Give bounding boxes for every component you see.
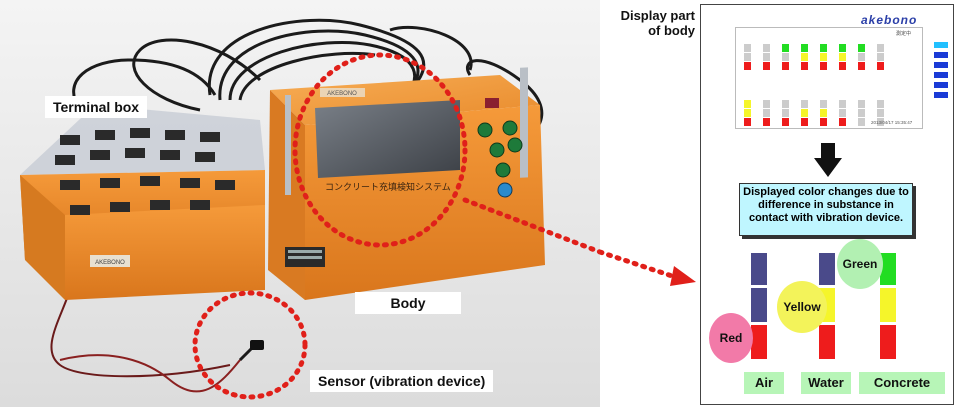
screen-side-button [934, 52, 948, 58]
mini-bar-segment [839, 118, 846, 126]
body-screen [315, 100, 460, 178]
mini-bar-segment [763, 118, 770, 126]
mini-bar-segment [744, 44, 751, 52]
display-panel: akebono 測定中 2013/04/17 15:35:47 Displaye… [700, 4, 954, 405]
mini-bar-segment [744, 118, 751, 126]
mini-bar-segment [782, 62, 789, 70]
mini-bar-segment [744, 109, 751, 117]
mini-bar-segment [782, 109, 789, 117]
material-label-air: Air [744, 372, 784, 394]
mini-bar-segment [858, 100, 865, 108]
mini-bar-segment [782, 100, 789, 108]
mini-bar-segment [801, 62, 808, 70]
terminal-box: AKEBONO [20, 105, 265, 300]
concrete-bar-middle [880, 288, 896, 322]
mini-bar-segment [820, 109, 827, 117]
mini-bar-segment [839, 53, 846, 61]
mini-bar-segment [858, 62, 865, 70]
mini-bar-segment [877, 100, 884, 108]
mini-bar-segment [801, 109, 808, 117]
mini-bar-segment [801, 100, 808, 108]
mini-bar-segment [763, 53, 770, 61]
mini-bar-segment [820, 100, 827, 108]
mini-bar-segment [877, 44, 884, 52]
mini-bar-segment [858, 44, 865, 52]
mini-bar-segment [801, 118, 808, 126]
screen-side-button [934, 62, 948, 68]
mini-bar-segment [839, 44, 846, 52]
concrete-bar-bottom [880, 325, 896, 359]
down-arrow [814, 143, 842, 177]
body-plate-text: AKEBONO [327, 91, 357, 97]
screen-timestamp: 2013/04/17 15:35:47 [871, 120, 913, 125]
mini-bar-segment [820, 44, 827, 52]
screen-header: 測定中 [896, 31, 912, 37]
mini-bar-segment [858, 53, 865, 61]
display-highlight-ellipse [292, 52, 468, 248]
mini-screen: 測定中 2013/04/17 15:35:47 [735, 27, 948, 129]
display-part-title: Display part of body [620, 8, 695, 38]
mini-bar-segment [763, 62, 770, 70]
water-bar-top [819, 253, 835, 285]
terminal-box-label: Terminal box [45, 96, 148, 118]
sensor-device [250, 340, 264, 350]
terminal-plate-text: AKEBONO [95, 260, 125, 266]
mini-bar-segment [820, 53, 827, 61]
mini-bar-segment [801, 53, 808, 61]
sensor-highlight-ellipse [192, 290, 308, 400]
sensor-label: Sensor (vibration device) [310, 370, 494, 392]
green-bubble: Green [837, 239, 883, 289]
mini-bar-segment [877, 118, 884, 126]
mini-bar-segment [858, 109, 865, 117]
red-bubble: Red [709, 313, 753, 363]
air-bar-middle [751, 288, 767, 322]
body-unit: AKEBONO コンクリート充填検知システム [268, 67, 545, 300]
mini-bar-segment [858, 118, 865, 126]
screen-side-button [934, 82, 948, 88]
mini-bar-segment [877, 62, 884, 70]
mini-bar-segment [877, 53, 884, 61]
air-bar-top [751, 253, 767, 285]
mini-bar-segment [744, 62, 751, 70]
mini-bar-segment [877, 109, 884, 117]
color-change-callout: Displayed color changes due to differenc… [739, 183, 913, 236]
device-photo: AKEBONO AKEBONO コンクリート充填検知システム [0, 0, 603, 407]
mini-bar-segment [839, 100, 846, 108]
pointer-arrow-line [462, 197, 603, 255]
mini-bar-segment [782, 53, 789, 61]
mini-bar-segment [782, 44, 789, 52]
screen-side-button [934, 92, 948, 98]
concrete-bar-top [880, 253, 896, 285]
air-bar-bottom [751, 325, 767, 359]
mini-bar-segment [801, 44, 808, 52]
mini-bar-segment [763, 100, 770, 108]
akebono-logo: akebono [861, 13, 918, 27]
photo-area: AKEBONO AKEBONO コンクリート充填検知システム [0, 0, 603, 407]
body-label: Body [355, 292, 461, 314]
mini-bar-segment [763, 109, 770, 117]
mini-bar-segment [820, 62, 827, 70]
mini-bar-segment [839, 62, 846, 70]
mini-bar-segment [763, 44, 770, 52]
mini-bar-segment [782, 118, 789, 126]
yellow-bubble: Yellow [777, 281, 827, 333]
mini-bar-segment [839, 109, 846, 117]
water-bar-bottom [819, 325, 835, 359]
screen-side-button [934, 72, 948, 78]
mini-bar-segment [744, 53, 751, 61]
material-label-concrete: Concrete [859, 372, 945, 394]
body-japanese-text: コンクリート充填検知システム [325, 181, 451, 193]
material-label-water: Water [801, 372, 851, 394]
mini-bar-segment [820, 118, 827, 126]
mini-bar-segment [744, 100, 751, 108]
screen-side-button [934, 42, 948, 48]
pointer-arrowhead [600, 249, 696, 286]
